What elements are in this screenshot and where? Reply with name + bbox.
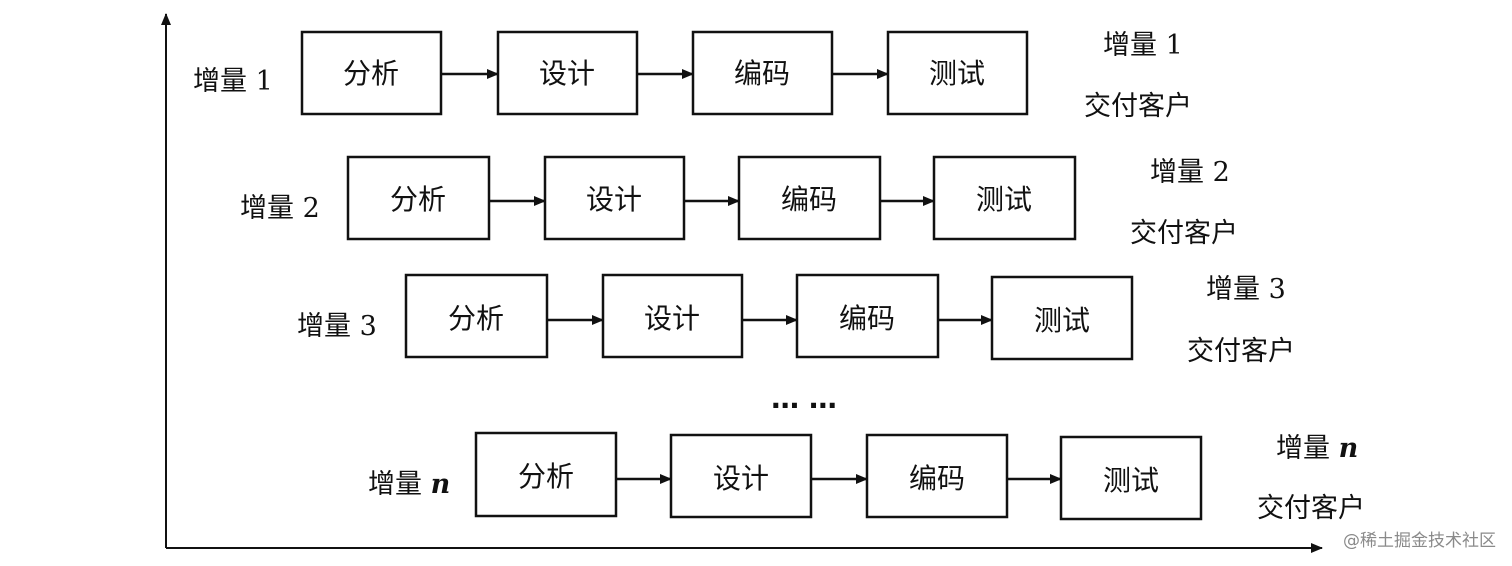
delivery-label-var: n bbox=[1339, 433, 1359, 464]
increment-label-var: n bbox=[431, 469, 451, 500]
step-box-analysis bbox=[404, 273, 549, 359]
step-label: 编码 bbox=[734, 57, 790, 90]
step-label: 分析 bbox=[390, 183, 446, 216]
step-box-testing bbox=[886, 30, 1029, 116]
step-label: 设计 bbox=[539, 57, 595, 90]
step-box-analysis bbox=[346, 155, 491, 241]
increment-label: 增量 n bbox=[368, 469, 450, 500]
delivery-increment-label: 增量 3 bbox=[1206, 274, 1286, 305]
increment-row-3: 增量 3 分析 设计 编码 测试 增量 3 交付客户 bbox=[297, 273, 1295, 367]
step-label: 测试 bbox=[1034, 304, 1090, 337]
step-box-design bbox=[543, 155, 686, 241]
watermark: @稀土掘金技术社区 bbox=[1343, 531, 1496, 551]
step-box-design bbox=[601, 273, 744, 359]
step-box-testing bbox=[932, 155, 1077, 241]
step-label: 设计 bbox=[644, 302, 700, 335]
increment-label: 增量 2 bbox=[240, 193, 320, 224]
delivery-label-prefix: 增量 bbox=[1276, 433, 1339, 464]
increment-label: 增量 3 bbox=[297, 311, 377, 342]
increment-row-1: 增量 1 分析 设计 编码 测试 增量 1 交付客户 bbox=[193, 30, 1192, 122]
step-label: 分析 bbox=[518, 460, 574, 493]
delivery-customer-label: 交付客户 bbox=[1130, 218, 1238, 249]
increment-row-2: 增量 2 分析 设计 编码 测试 增量 2 交付客户 bbox=[240, 155, 1238, 249]
delivery-customer-label: 交付客户 bbox=[1187, 336, 1295, 367]
step-label: 测试 bbox=[976, 183, 1032, 216]
step-label: 编码 bbox=[781, 183, 837, 216]
step-box-design bbox=[669, 433, 813, 519]
step-label: 设计 bbox=[586, 183, 642, 216]
step-label: 分析 bbox=[343, 57, 399, 90]
step-label: 编码 bbox=[839, 302, 895, 335]
delivery-increment-label: 增量 n bbox=[1276, 433, 1358, 464]
step-box-testing bbox=[990, 275, 1134, 361]
step-label: 测试 bbox=[929, 57, 985, 90]
step-box-coding bbox=[865, 433, 1009, 519]
delivery-increment-label: 增量 1 bbox=[1103, 30, 1183, 61]
increment-row-n: 增量 n 分析 设计 编码 测试 增量 n 交付客户 bbox=[368, 431, 1365, 524]
step-label: 分析 bbox=[448, 302, 504, 335]
increment-label-prefix: 增量 bbox=[368, 469, 431, 500]
step-box-testing bbox=[1059, 435, 1203, 521]
step-box-coding bbox=[737, 155, 882, 241]
step-box-analysis bbox=[474, 431, 618, 518]
step-box-coding bbox=[795, 273, 940, 359]
ellipsis: … … bbox=[771, 382, 837, 415]
delivery-customer-label: 交付客户 bbox=[1257, 493, 1365, 524]
delivery-customer-label: 交付客户 bbox=[1084, 91, 1192, 122]
step-label: 测试 bbox=[1103, 464, 1159, 497]
step-label: 设计 bbox=[713, 462, 769, 495]
delivery-increment-label: 增量 2 bbox=[1150, 157, 1230, 188]
increment-label: 增量 1 bbox=[193, 66, 273, 97]
step-label: 编码 bbox=[909, 462, 965, 495]
